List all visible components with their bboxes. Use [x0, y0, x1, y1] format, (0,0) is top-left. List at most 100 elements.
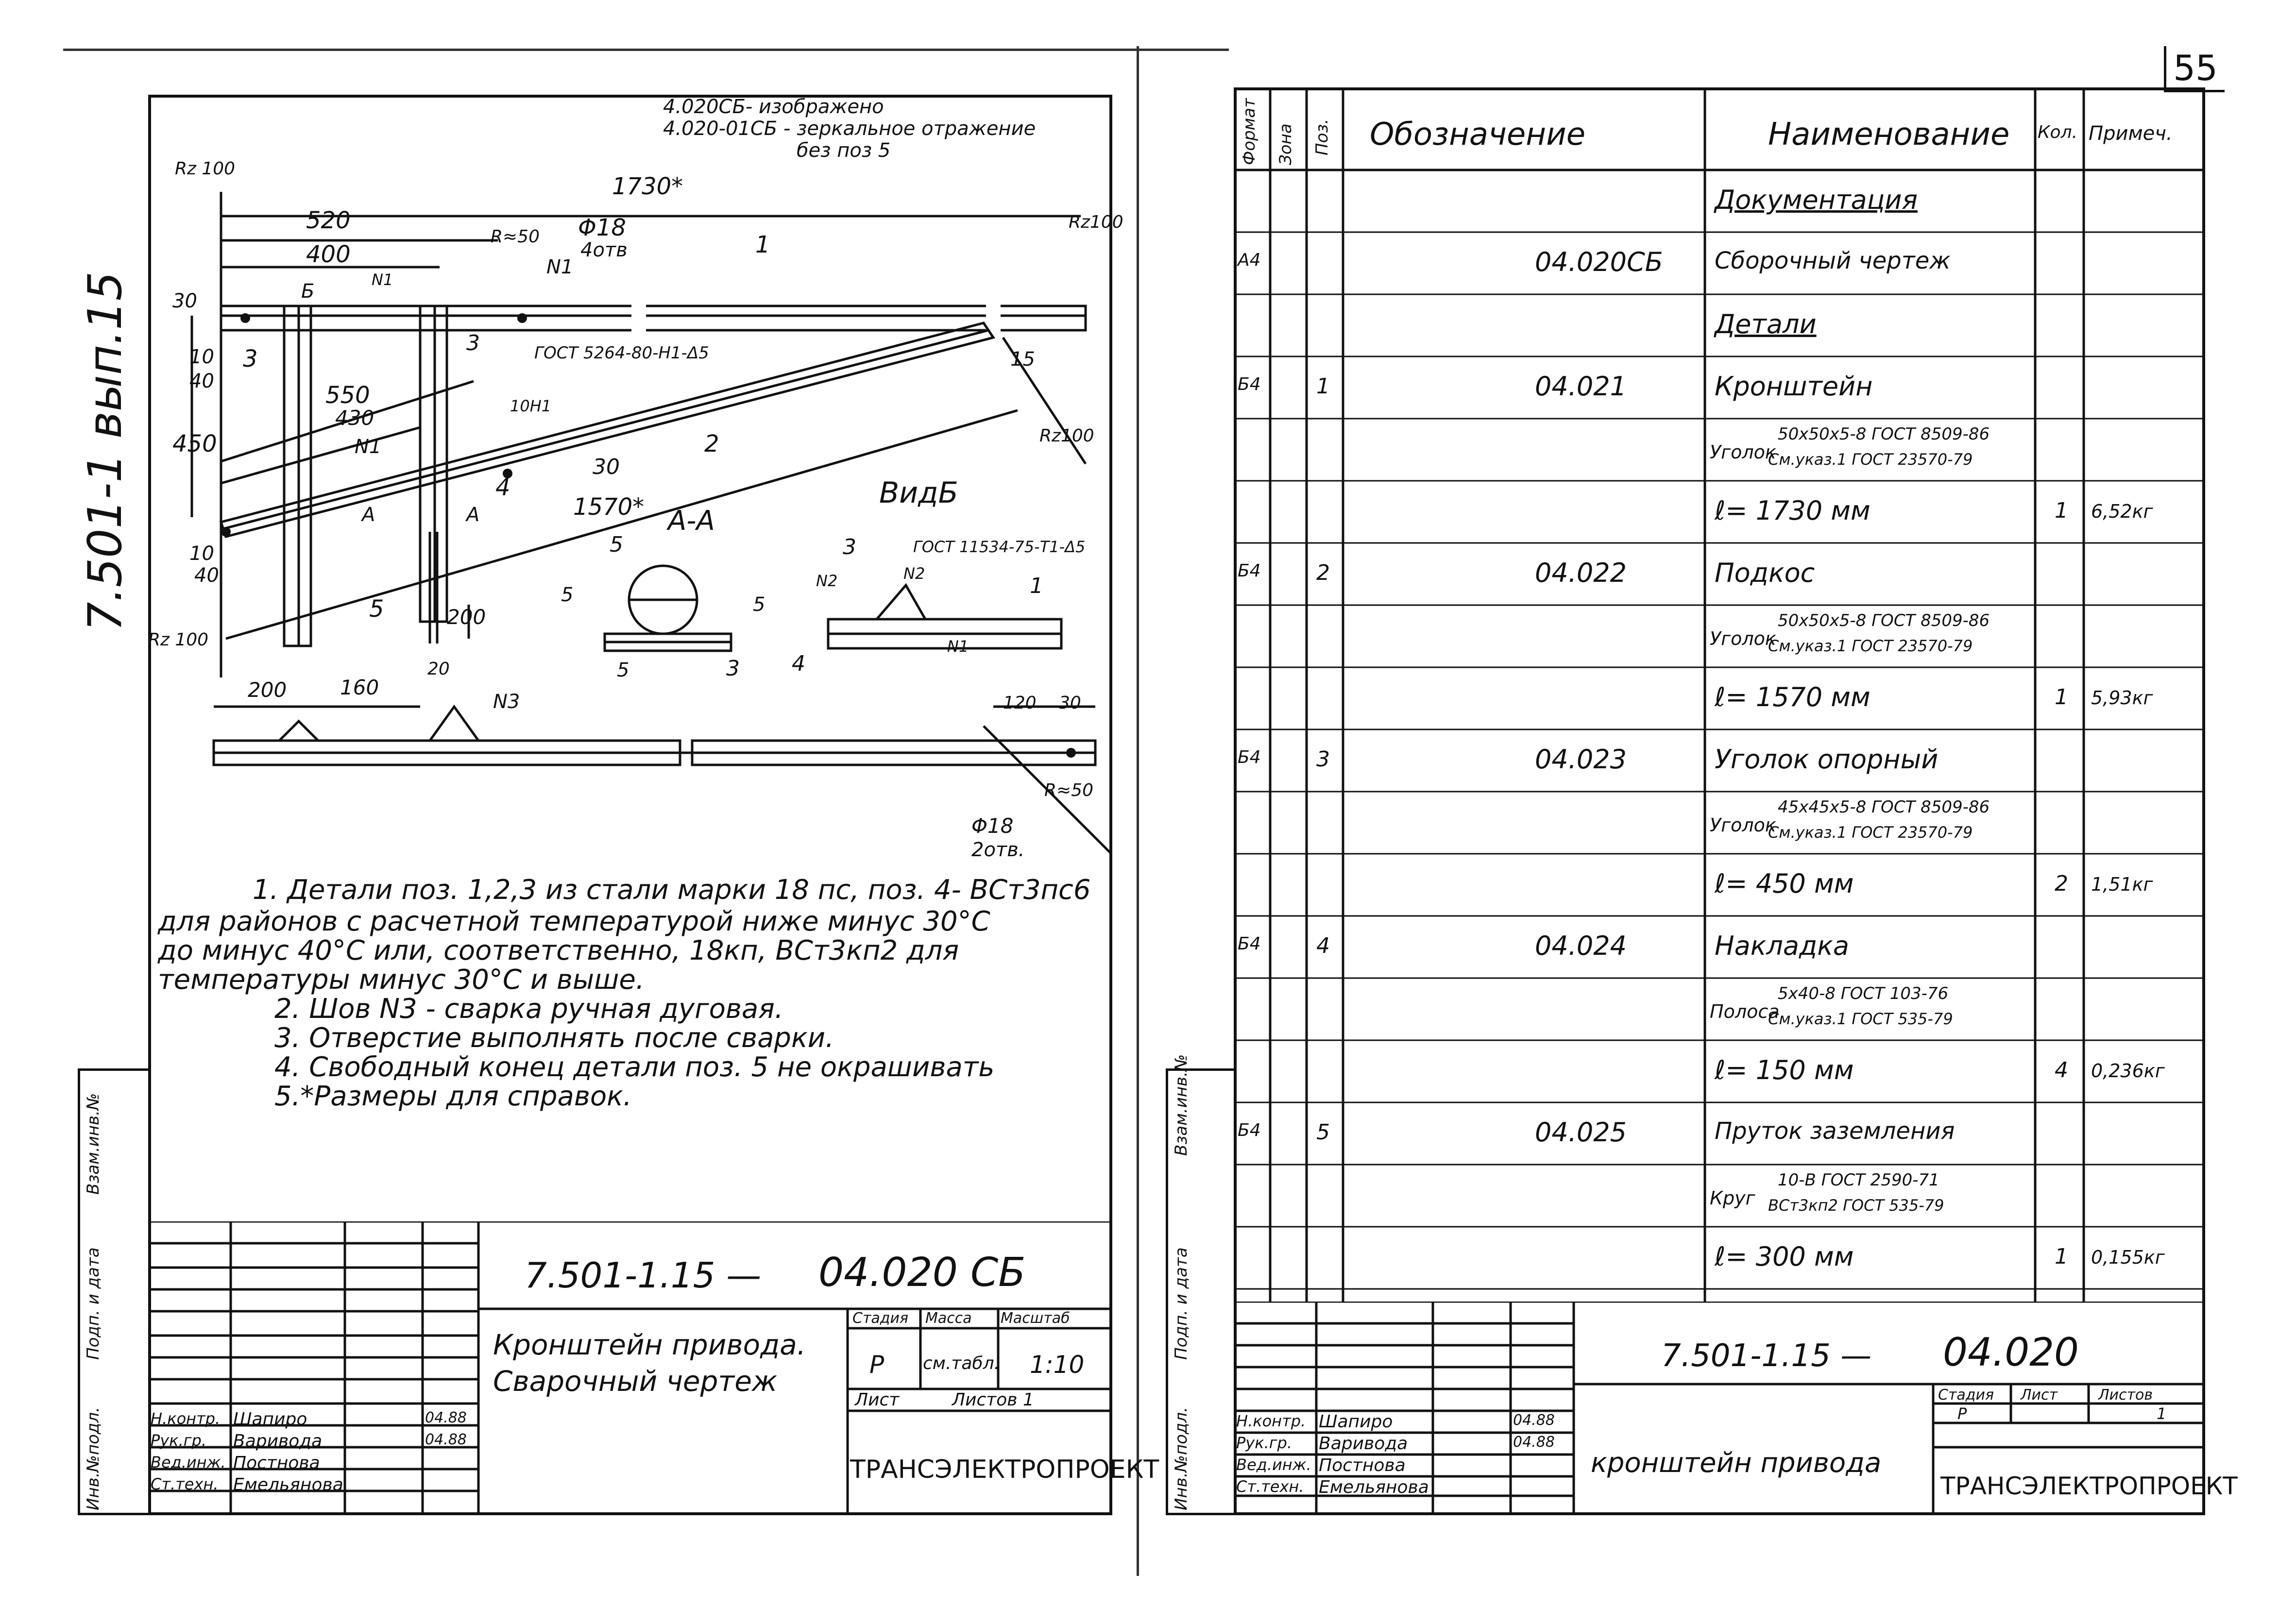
dim-200: 200 — [447, 605, 486, 629]
spec-cell-name: ℓ= 1570 мм — [1715, 682, 1871, 712]
tech-note-2: для районов с расчетной температурой ниж… — [158, 906, 990, 937]
label-pos4: 4 — [495, 474, 510, 501]
label-section-a2: A — [466, 504, 480, 526]
left-tb-mass: см.табл. — [923, 1353, 1000, 1373]
spec-h-name: Наименование — [1768, 117, 2010, 152]
right-tb-h-sheets: Листов — [2098, 1387, 2153, 1404]
dim-rz100-a: Rz 100 — [175, 159, 236, 179]
right-side-strip — [1166, 1068, 1234, 1515]
spec-cell-name: ℓ= 1730 мм — [1715, 495, 1871, 526]
dim-5a: 5 — [561, 584, 574, 606]
drawing-note-line-1: 4.020СБ- изображено — [663, 96, 884, 118]
left-tb-role-4: Ст.техн. — [151, 1475, 219, 1493]
spec-cell-note: 5,93кг — [2091, 687, 2153, 709]
spec-h-designation: Обозначение — [1370, 117, 1586, 152]
left-side-label-1: Взам.инв.№ — [84, 1093, 103, 1195]
right-tb-date-1: 04.88 — [1513, 1412, 1555, 1429]
dim-10: 10 — [189, 346, 214, 368]
spec-cell-qty: 1 — [2055, 498, 2068, 523]
left-tb-role-1: Н.контр. — [151, 1409, 221, 1428]
tech-note-1: 1. Детали поз. 1,2,3 из стали марки 18 п… — [253, 874, 1091, 906]
label-30: 30 — [593, 455, 620, 479]
spec-table-grid — [1234, 87, 2205, 1302]
spec-cell-material-top: 45х45х5-8 ГОСТ 8509-86 — [1778, 797, 1990, 817]
spec-cell-material-type: Уголок — [1710, 628, 1776, 649]
spec-cell-name: ℓ= 450 мм — [1715, 868, 1854, 899]
drawing-note-line-3: без поз 5 — [797, 139, 891, 162]
dim-550: 550 — [325, 382, 370, 409]
dim-400: 400 — [306, 241, 351, 268]
dim-1570: 1570* — [573, 493, 645, 521]
spec-cell-material-type: Уголок — [1710, 814, 1776, 836]
spec-cell-pos: 5 — [1316, 1120, 1330, 1145]
page-number: 55 — [2164, 46, 2225, 92]
left-tb-name-2: Варивода — [233, 1431, 323, 1451]
center-fold-line — [1137, 46, 1139, 1576]
left-sheet-frame — [148, 95, 1112, 1515]
left-tb-org: ТРАНСЭЛЕКТРОПРОЕКТ — [850, 1455, 1159, 1484]
right-tb-h-stage: Стадия — [1938, 1387, 1994, 1404]
right-title-block-grid — [1234, 1302, 2205, 1515]
dim-30b: 30 — [1059, 693, 1081, 713]
spec-cell-qty: 1 — [2055, 685, 2068, 710]
dim-40: 40 — [189, 370, 214, 392]
spec-cell-designation: 04.024 — [1535, 930, 1627, 961]
left-tb-date-1: 04.88 — [425, 1409, 467, 1426]
label-n3: N3 — [493, 691, 520, 713]
spec-cell-name: Накладка — [1715, 930, 1849, 961]
dim-20: 20 — [427, 659, 450, 679]
label-n2: N2 — [816, 572, 838, 590]
right-tb-role-4: Ст.техн. — [1236, 1477, 1304, 1496]
dim-520: 520 — [306, 207, 351, 234]
dim-rz100-d: Rz 100 — [148, 630, 209, 650]
label-n1b: N1 — [546, 256, 574, 278]
dim-430: 430 — [335, 406, 374, 430]
spec-cell-name: ℓ= 150 мм — [1715, 1055, 1854, 1085]
spec-cell-name: Документация — [1715, 185, 1918, 215]
dim-10b: 10 — [189, 542, 214, 565]
spec-cell-format: А4 — [1238, 250, 1261, 270]
spec-cell-qty: 2 — [2055, 871, 2068, 896]
right-tb-designation: 04.020 — [1943, 1330, 2079, 1375]
right-side-label-3: Инв.№подл. — [1172, 1407, 1191, 1510]
spec-cell-material-type: Круг — [1710, 1187, 1755, 1209]
label-n1a: N1 — [372, 271, 393, 289]
spec-cell-name: Уголок опорный — [1715, 744, 1939, 775]
right-side-label-2: Подп. и дата — [1172, 1247, 1191, 1360]
right-tb-h-sheet: Лист — [2021, 1387, 2058, 1404]
assembly-drawing — [190, 192, 1112, 857]
left-tb-date-2: 04.88 — [425, 1431, 467, 1448]
left-tb-h-stage: Стадия — [852, 1310, 909, 1327]
label-pos3: 3 — [243, 345, 258, 372]
label-b-pos1: 1 — [1030, 574, 1043, 598]
spec-cell-material-top: 50х50х5-8 ГОСТ 8509-86 — [1778, 424, 1990, 444]
tech-note-5: 2. Шов N3 - сварка ручная дуговая. — [274, 993, 783, 1025]
left-tb-name-1: Шапиро — [233, 1409, 307, 1429]
left-tb-sheet: Лист — [855, 1390, 900, 1410]
label-b: Б — [301, 280, 315, 303]
right-tb-name: кронштейн привода — [1591, 1447, 1882, 1479]
spec-cell-note: 0,155кг — [2091, 1247, 2165, 1268]
spec-cell-name: Кронштейн — [1715, 371, 1873, 402]
spec-h-note: Примеч. — [2089, 122, 2173, 145]
label-section-aa: A-A — [668, 505, 715, 537]
dim-120: 120 — [1003, 693, 1037, 713]
right-tb-name-3: Постнова — [1319, 1455, 1406, 1475]
dim-200b: 200 — [248, 678, 287, 702]
spec-cell-pos: 4 — [1316, 933, 1330, 958]
spec-cell-designation: 04.020СБ — [1535, 247, 1663, 277]
dim-160: 160 — [340, 676, 379, 699]
right-tb-role-2: Рук.гр. — [1236, 1434, 1293, 1452]
label-b-pos3: 3 — [843, 535, 856, 559]
label-section-a1: A — [362, 504, 375, 526]
spec-cell-note: 1,51кг — [2091, 874, 2153, 895]
spec-cell-material-bottom: См.указ.1 ГОСТ 23570-79 — [1768, 450, 1973, 469]
spec-cell-material-type: Уголок — [1710, 441, 1776, 463]
spec-cell-material-top: 5х40-8 ГОСТ 103-76 — [1778, 984, 1949, 1003]
dim-r50b: R≈50 — [1044, 780, 1093, 800]
dim-40b: 40 — [194, 564, 219, 587]
spec-cell-material-top: 10-В ГОСТ 2590-71 — [1778, 1170, 1939, 1190]
spec-h-format: Формат — [1240, 98, 1259, 165]
label-pos1: 1 — [755, 231, 770, 258]
tech-note-6: 3. Отверстие выполнять после сварки. — [274, 1022, 834, 1054]
